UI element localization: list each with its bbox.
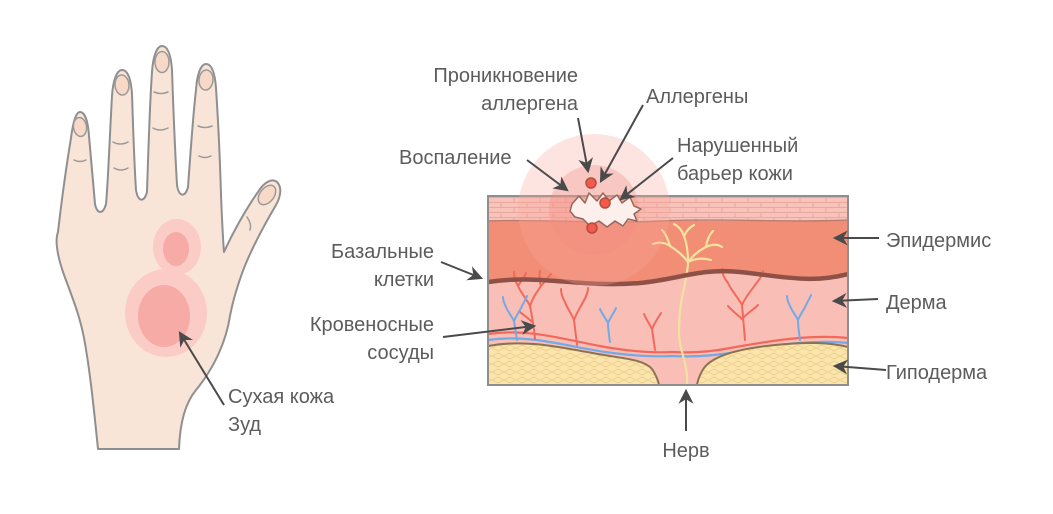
arrow-inflammation — [526, 159, 569, 192]
arrow-penetration — [577, 117, 594, 174]
label-dermis: Дерма — [886, 292, 947, 314]
dermal-vessel-red — [488, 331, 848, 354]
arrow-broken-barrier — [619, 157, 674, 201]
label-inflammation: Воспаление — [399, 147, 512, 169]
hand-illustration — [55, 45, 282, 450]
allergen-dots — [585, 177, 611, 234]
irritation-spots — [125, 219, 207, 357]
label-hypodermis: Гиподерма — [886, 362, 988, 384]
arrow-blood-vessels — [442, 320, 537, 338]
arrow-basal-cells — [440, 261, 484, 281]
label-blood-vessels: Кровеносные сосуды — [309, 314, 434, 364]
knuckle-lines — [73, 91, 252, 231]
nerve-fiber — [651, 222, 724, 385]
label-nerve: Нерв — [662, 440, 710, 462]
label-epidermis: Эпидермис — [886, 230, 992, 252]
hypodermis-layer — [488, 341, 848, 385]
label-broken-barrier: Нарушенный барьер кожи — [677, 135, 799, 185]
skin-cross-section — [487, 134, 849, 386]
arrow-dry-skin — [178, 331, 225, 406]
basal-cells-line — [488, 268, 848, 287]
arrow-hypodermis — [832, 359, 887, 375]
pointer-arrows — [178, 104, 887, 431]
arrow-allergens — [599, 104, 644, 183]
stratum-corneum-layer — [488, 196, 848, 223]
label-allergens: Аллергены — [646, 86, 749, 108]
arrow-dermis — [831, 292, 879, 308]
blue-vessels — [502, 294, 812, 343]
diagram-border — [487, 195, 849, 386]
label-basal-cells: Базальные клетки — [331, 241, 434, 291]
label-penetration: Проникновение аллергена — [433, 65, 578, 115]
finger-nails — [72, 50, 277, 206]
label-dry-skin: Сухая кожа Зуд — [228, 386, 335, 436]
